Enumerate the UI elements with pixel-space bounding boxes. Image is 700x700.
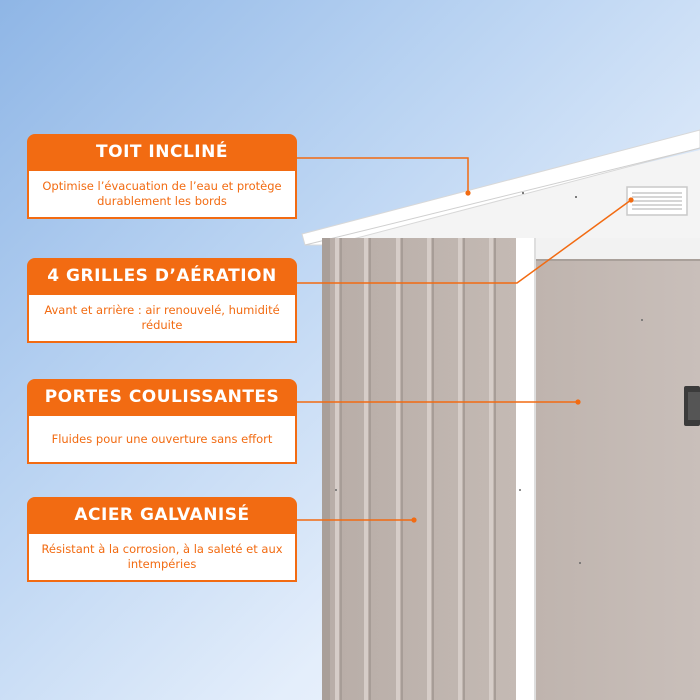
callout-vents: 4 GRILLES D’AÉRATION Avant et arrière : … — [27, 258, 297, 343]
callout-vents-text: Avant et arrière : air renouvelé, humidi… — [27, 295, 297, 343]
leader-lines — [297, 157, 632, 521]
callout-doors: PORTES COULISSANTES Fluides pour une ouv… — [27, 379, 297, 464]
callout-vents-title: 4 GRILLES D’AÉRATION — [27, 258, 297, 295]
vent-grille-icon — [626, 186, 688, 216]
callout-steel: ACIER GALVANISÉ Résistant à la corrosion… — [27, 497, 297, 582]
callout-roof: TOIT INCLINÉ Optimise l’évacuation de l’… — [27, 134, 297, 219]
sliding-door — [536, 260, 700, 700]
callout-steel-title: ACIER GALVANISÉ — [27, 497, 297, 534]
roof-edge — [301, 129, 700, 246]
side-wall — [322, 238, 520, 700]
wall-ribs — [322, 238, 496, 700]
callout-doors-title: PORTES COULISSANTES — [27, 379, 297, 416]
corner-trim — [516, 238, 536, 700]
callout-roof-text: Optimise l’évacuation de l’eau et protèg… — [27, 171, 297, 219]
callout-steel-text: Résistant à la corrosion, à la saleté et… — [27, 534, 297, 582]
callout-roof-title: TOIT INCLINÉ — [27, 134, 297, 171]
leader-dots — [411, 190, 634, 523]
callout-doors-text: Fluides pour une ouverture sans effort — [27, 416, 297, 464]
front-band — [536, 238, 700, 260]
